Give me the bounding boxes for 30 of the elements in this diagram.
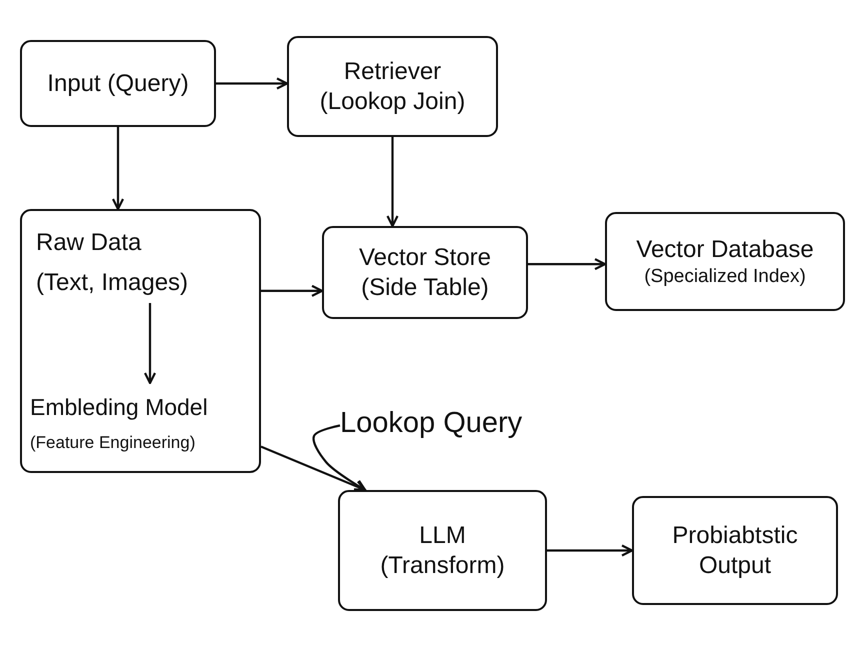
process-box: [322, 226, 528, 319]
group-box: [20, 209, 261, 473]
node-title: Retriever: [344, 56, 442, 86]
process-box: [338, 490, 547, 611]
arrow: [528, 258, 606, 270]
node-subtitle: (Specialized Index): [644, 264, 806, 288]
label-subtitle: (Text, Images): [36, 268, 188, 298]
node-title: LLM: [419, 520, 466, 550]
arrow: [386, 137, 399, 228]
arrow: [216, 77, 288, 90]
node-title: Vector Store: [358, 242, 492, 272]
process-box: [632, 496, 838, 605]
arrow: [261, 284, 324, 297]
arrow: [144, 303, 156, 384]
arrow: [547, 544, 634, 557]
label-text: Raw Data: [36, 228, 142, 258]
process-box: [287, 36, 498, 137]
arrow: [312, 424, 366, 492]
process-box: [605, 212, 845, 311]
node-title: Vector Database: [636, 234, 814, 265]
node-title: Input (Query): [47, 68, 189, 98]
arrow: [112, 127, 124, 210]
node-subtitle: (Transform): [380, 550, 505, 580]
node-subtitle: (Lookop Join): [320, 86, 466, 116]
label-text: Embleding Model: [30, 393, 208, 422]
label-subtitle: (Feature Engineering): [30, 432, 196, 453]
node-subtitle: (Side Table): [361, 272, 489, 302]
node-title: Probiabtstic Output: [671, 520, 799, 580]
label-text: Lookop Query: [340, 406, 522, 441]
process-box: [20, 40, 216, 127]
